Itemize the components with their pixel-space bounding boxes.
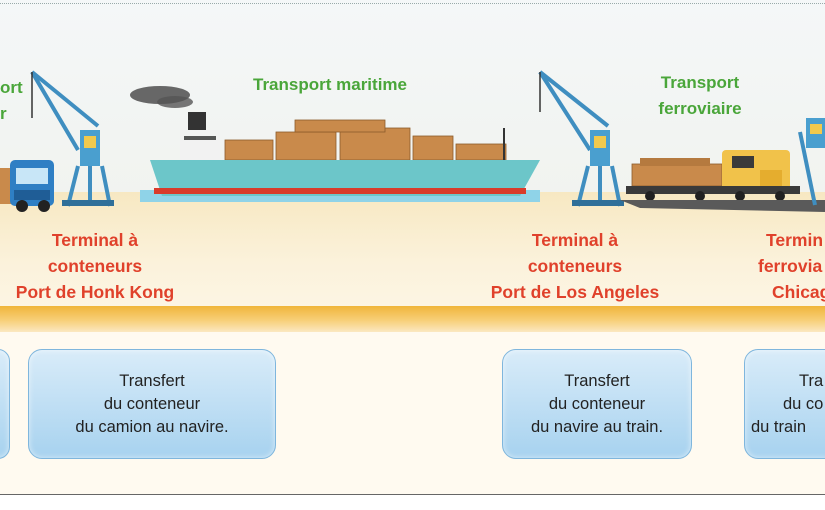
- terminal-chicago-line-3: Chicag: [772, 282, 825, 302]
- transfer-ship-to-train-line-2: du conteneur: [548, 394, 646, 413]
- terminal-losangeles-line-2: conteneurs: [527, 256, 623, 276]
- terminal-hongkong-line-2: conteneurs: [47, 256, 143, 276]
- terminal-losangeles-label: Terminal à conteneurs Port de Los Angele…: [480, 227, 670, 305]
- transfer-train-line-1: Tra: [799, 371, 824, 390]
- crane-icon: [538, 70, 624, 207]
- transfer-truck-to-ship-line-3: du camion au navire.: [75, 417, 229, 436]
- ground-band: [0, 192, 825, 310]
- terminal-chicago-line-1: Termin: [766, 230, 824, 250]
- transfer-train-partial-box: Tra du co du train: [744, 349, 825, 459]
- terminal-hongkong-line-3: Port de Honk Kong: [15, 282, 175, 302]
- crane-icon: [798, 118, 825, 206]
- transfer-ship-to-train-line-1: Transfert: [564, 371, 630, 390]
- rail-transport-line-1: Transport: [660, 73, 740, 92]
- transfer-box-partial-left: [0, 349, 10, 459]
- terminal-hongkong-line-1: Terminal à: [51, 230, 139, 250]
- top-border: [0, 3, 825, 4]
- terminal-chicago-label: Termin ferrovia Chicag: [758, 227, 825, 305]
- transfer-train-line-3: du train: [751, 417, 807, 436]
- transfer-truck-to-ship-box: Transfert du conteneur du camion au navi…: [28, 349, 276, 459]
- bottom-border: [0, 494, 825, 495]
- transport-scene: [0, 70, 825, 212]
- transfer-train-line-2: du co: [783, 394, 824, 413]
- left-transport-line-1: ort: [0, 78, 23, 97]
- left-transport-line-2: r: [0, 104, 7, 123]
- ship-icon: [130, 86, 540, 196]
- left-transport-label: ort r: [0, 75, 23, 127]
- rail-transport-label: Transport ferroviaire: [640, 70, 760, 122]
- terminal-losangeles-line-1: Terminal à: [531, 230, 619, 250]
- truck-icon: [0, 160, 54, 212]
- transfer-truck-to-ship-line-2: du conteneur: [103, 394, 201, 413]
- route-band: [0, 306, 825, 332]
- train-icon: [620, 150, 825, 212]
- terminal-hongkong-label: Terminal à conteneurs Port de Honk Kong: [0, 227, 190, 305]
- transfer-ship-to-train-box: Transfert du conteneur du navire au trai…: [502, 349, 692, 459]
- transfer-truck-to-ship-line-1: Transfert: [119, 371, 185, 390]
- maritime-transport-label: Transport maritime: [253, 75, 407, 94]
- terminal-chicago-line-2: ferrovia: [758, 256, 823, 276]
- transfer-ship-to-train-line-3: du navire au train.: [530, 417, 664, 436]
- terminal-losangeles-line-3: Port de Los Angeles: [490, 282, 660, 302]
- rail-transport-line-2: ferroviaire: [658, 99, 742, 118]
- crane-icon: [30, 70, 114, 207]
